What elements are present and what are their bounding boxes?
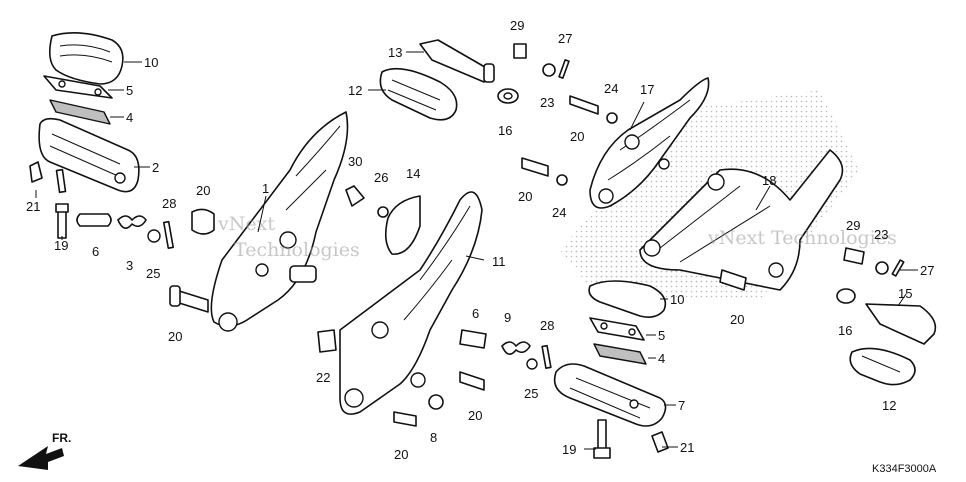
right-lower-bracket <box>639 149 844 291</box>
heel-guard <box>345 185 421 255</box>
callout-23-right: 23 <box>874 227 888 242</box>
center-footpeg-arm <box>419 39 495 83</box>
left-small-parts <box>29 161 175 249</box>
callout-28-center: 28 <box>540 318 554 333</box>
callout-15: 15 <box>898 286 912 301</box>
center-washers <box>497 43 570 104</box>
callout-18: 18 <box>762 173 776 188</box>
callout-1: 1 <box>262 181 269 196</box>
callout-21-right: 21 <box>680 440 694 455</box>
callout-4-right: 4 <box>658 351 665 366</box>
callout-3: 3 <box>126 258 133 273</box>
callout-14: 14 <box>406 166 420 181</box>
right-small-parts <box>521 95 905 304</box>
right-footpeg-arm-and-rubber <box>849 303 937 386</box>
front-direction-arrow: FR. <box>18 431 71 470</box>
callout-leaders <box>35 51 918 450</box>
callout-4-left: 4 <box>126 110 133 125</box>
callout-10-right: 10 <box>670 292 684 307</box>
watermark-vnext-right: vNext Technologies <box>707 227 897 249</box>
callout-27-center: 27 <box>558 31 572 46</box>
callout-6-left: 6 <box>92 244 99 259</box>
right-footpeg-rubber-lower <box>588 280 667 318</box>
callout-20-left-bottom: 20 <box>168 329 182 344</box>
callout-labels: 10 5 4 2 21 19 6 3 25 28 20 1 20 13 12 3… <box>26 18 934 462</box>
callout-16-right: 16 <box>838 323 852 338</box>
callout-20-center-right: 20 <box>468 408 482 423</box>
right-upper-bracket <box>589 77 710 209</box>
callout-27-right: 27 <box>920 263 934 278</box>
callout-30: 30 <box>348 154 362 169</box>
callout-11: 11 <box>492 254 506 269</box>
callout-20-right-top: 20 <box>570 129 584 144</box>
callout-28-left: 28 <box>162 196 176 211</box>
callout-25-left: 25 <box>146 266 160 281</box>
callout-8: 8 <box>430 430 437 445</box>
callout-23-center: 23 <box>540 95 554 110</box>
right-footpeg-body <box>553 363 669 459</box>
callout-10-left: 10 <box>144 55 158 70</box>
callout-16-center: 16 <box>498 123 512 138</box>
right-footpeg-plates <box>589 317 647 365</box>
callout-21-left: 21 <box>26 199 40 214</box>
callout-24-bottom: 24 <box>552 205 566 220</box>
callout-24-top: 24 <box>604 81 618 96</box>
callout-17: 17 <box>640 82 654 97</box>
center-bracket <box>317 191 483 415</box>
callout-5-left: 5 <box>126 83 133 98</box>
callout-25-center: 25 <box>524 386 538 401</box>
callout-12-center: 12 <box>348 83 362 98</box>
callout-13: 13 <box>388 45 402 60</box>
callout-2: 2 <box>152 160 159 175</box>
center-footpeg-rubber <box>379 67 458 121</box>
center-small-parts <box>393 329 552 427</box>
left-footpeg-body <box>38 117 140 194</box>
callout-20-left-top: 20 <box>196 183 210 198</box>
callout-5-right: 5 <box>658 328 665 343</box>
watermark-technologies-left: Technologies <box>234 239 360 261</box>
callout-26: 26 <box>374 170 388 185</box>
callout-29-center: 29 <box>510 18 524 33</box>
left-footpeg-plate <box>43 75 113 125</box>
callout-19-right: 19 <box>562 442 576 457</box>
callout-20-right-middle: 20 <box>518 189 532 204</box>
callout-9: 9 <box>504 310 511 325</box>
left-footpeg-rubber <box>48 32 124 85</box>
left-bracket <box>169 111 349 332</box>
callout-12-right: 12 <box>882 398 896 413</box>
callout-6-center: 6 <box>472 306 479 321</box>
callout-7: 7 <box>678 398 685 413</box>
diagram-code: K334F3000A <box>872 463 937 475</box>
front-direction-label: FR. <box>52 431 71 445</box>
callout-22: 22 <box>316 370 330 385</box>
callout-20-center-bottom: 20 <box>394 447 408 462</box>
watermark-vnext-left: vNext <box>217 213 275 235</box>
callout-20-right-bottom: 20 <box>730 312 744 327</box>
callout-29-right: 29 <box>846 218 860 233</box>
callout-19-left: 19 <box>54 238 68 253</box>
